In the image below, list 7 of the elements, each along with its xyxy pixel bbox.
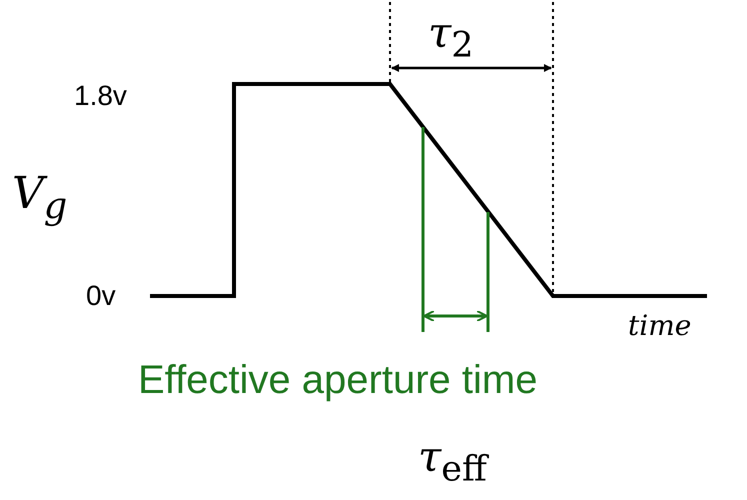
voltage-level-label: 0v	[86, 282, 116, 310]
dimension-label: τ$_{2}$	[428, 12, 474, 64]
voltage-level-label: 1.8v	[74, 82, 127, 110]
dimension-label: τ$_{eff}$	[418, 436, 487, 488]
axis-label: V$_{g}$	[12, 172, 68, 224]
axis-label: time	[628, 312, 692, 340]
annotation-text: Effective aperture time	[138, 360, 538, 400]
